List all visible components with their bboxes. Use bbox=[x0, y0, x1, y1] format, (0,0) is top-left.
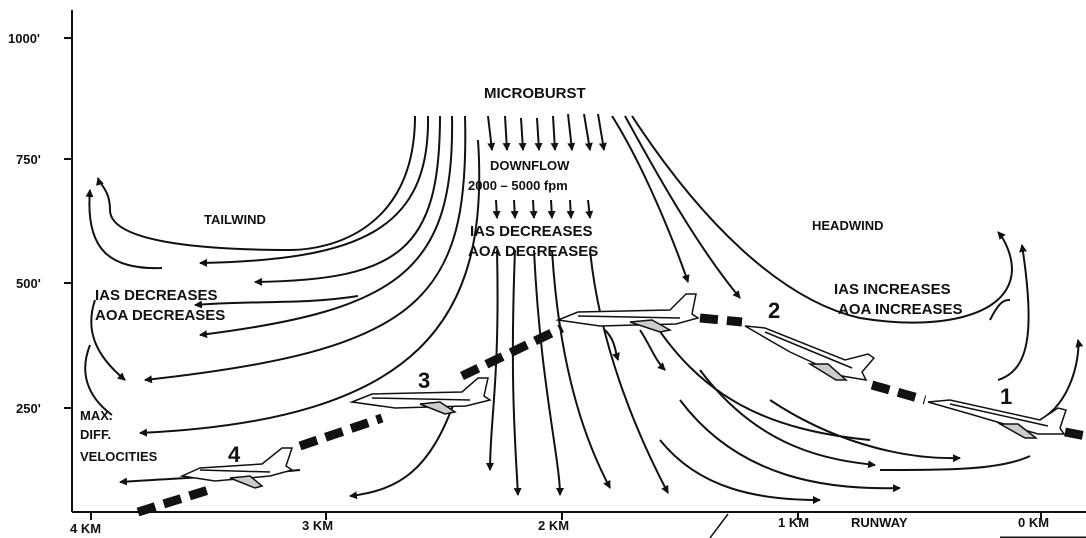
right-ias-label: IAS INCREASES bbox=[834, 281, 951, 298]
runway-line bbox=[709, 513, 729, 538]
aircraft-position-1 bbox=[927, 399, 1067, 439]
position-number-1: 1 bbox=[1000, 384, 1012, 409]
headwind-label: HEADWIND bbox=[812, 218, 884, 233]
aircraft-position-2 bbox=[744, 325, 876, 381]
x-tick-label: 2 KM bbox=[538, 518, 569, 533]
x-tick-label: 3 KM bbox=[302, 518, 333, 533]
flight-path bbox=[136, 313, 1086, 517]
center-aoa-label: AOA DECREASES bbox=[468, 243, 598, 260]
y-tick-label: 250' bbox=[16, 401, 41, 416]
y-tick-label: 1000' bbox=[8, 31, 40, 46]
x-tick-label: 4 KM bbox=[70, 521, 101, 536]
aircraft-position-4 bbox=[179, 447, 294, 489]
maxdiff-label: VELOCITIES bbox=[80, 449, 158, 464]
position-number-4: 4 bbox=[228, 442, 241, 467]
left-ias-label: IAS DECREASES bbox=[95, 287, 218, 304]
position-number-3: 3 bbox=[418, 368, 430, 393]
x-tick-label: 1 KM bbox=[778, 515, 809, 530]
runway-label: RUNWAY bbox=[851, 515, 908, 530]
left-aoa-label: AOA DECREASES bbox=[95, 307, 225, 324]
tailwind-label: TAILWIND bbox=[204, 212, 266, 227]
y-tick-marks bbox=[64, 37, 72, 409]
y-tick-label: 750' bbox=[16, 152, 41, 167]
x-tick-marks bbox=[90, 512, 1042, 520]
maxdiff-label: MAX. bbox=[80, 408, 113, 423]
downflow-rate-label: 2000 – 5000 fpm bbox=[468, 178, 568, 193]
y-tick-label: 500' bbox=[16, 276, 41, 291]
wind-flow-lines bbox=[84, 113, 1084, 504]
downflow-label: DOWNFLOW bbox=[490, 158, 570, 173]
aircraft-position-center bbox=[555, 293, 700, 333]
position-number-2: 2 bbox=[768, 298, 780, 323]
microburst-label: MICROBURST bbox=[484, 85, 586, 102]
center-ias-label: IAS DECREASES bbox=[470, 223, 593, 240]
aircraft-position-3 bbox=[349, 377, 492, 415]
x-tick-label: 0 KM bbox=[1018, 515, 1049, 530]
right-aoa-label: AOA INCREASES bbox=[838, 301, 962, 318]
maxdiff-label: DIFF. bbox=[80, 427, 111, 442]
